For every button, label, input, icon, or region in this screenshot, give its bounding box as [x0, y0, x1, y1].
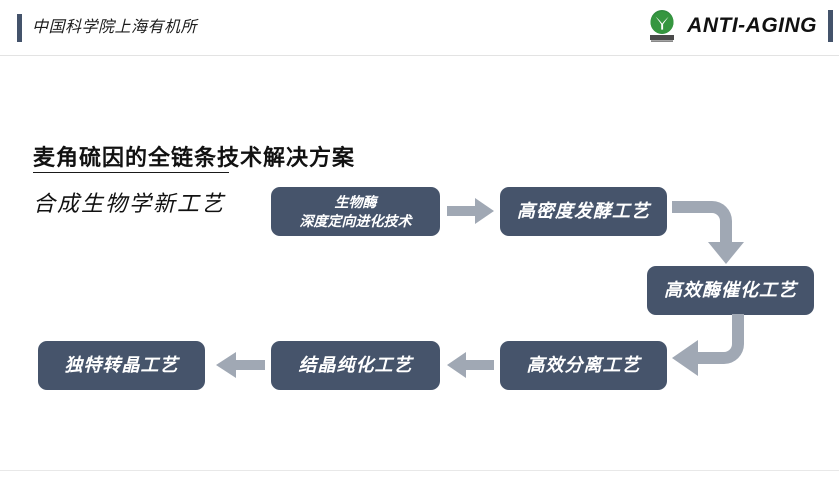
page-subtitle: 合成生物学新工艺 [33, 191, 226, 216]
arrow-left-icon [446, 351, 494, 379]
arrow-left-icon [215, 351, 265, 379]
flow-step-crystallization: 结晶纯化工艺 [271, 341, 440, 390]
flow-step-label: 高效酶催化工艺 [664, 280, 797, 301]
arrow-right-icon [447, 197, 495, 225]
flow-step-label: 高密度发酵工艺 [517, 201, 650, 222]
flow-step-label: 生物酶 [334, 193, 377, 210]
leaf-y-logo-icon [645, 9, 679, 43]
institute-name: 中国科学院上海有机所 [32, 19, 198, 36]
flow-step-separation: 高效分离工艺 [500, 341, 667, 390]
brand-lockup: ANTI-AGING [645, 8, 817, 44]
flow-step-fermentation: 高密度发酵工艺 [500, 187, 667, 236]
arrow-right-then-down-icon [672, 184, 812, 268]
brand-name: ANTI-AGING [687, 14, 817, 37]
header-accent-bar-left [17, 14, 22, 42]
flow-step-label: 高效分离工艺 [526, 355, 641, 376]
title-divider [33, 172, 229, 173]
flow-step-transcrystal: 独特转晶工艺 [38, 341, 205, 390]
flow-step-label: 独特转晶工艺 [64, 355, 179, 376]
header-accent-bar-right [828, 10, 833, 42]
flow-step-label: 结晶纯化工艺 [298, 355, 413, 376]
slide-header: 中国科学院上海有机所 ANTI-AGING [0, 0, 839, 56]
flow-step-catalysis: 高效酶催化工艺 [647, 266, 814, 315]
flow-step-bioenzyme: 生物酶 深度定向进化技术 [271, 187, 440, 236]
flow-step-label: 深度定向进化技术 [299, 212, 412, 229]
arrow-down-then-left-icon [648, 314, 768, 390]
footer-divider [0, 470, 839, 471]
page-title: 麦角硫因的全链条技术解决方案 [33, 145, 356, 170]
